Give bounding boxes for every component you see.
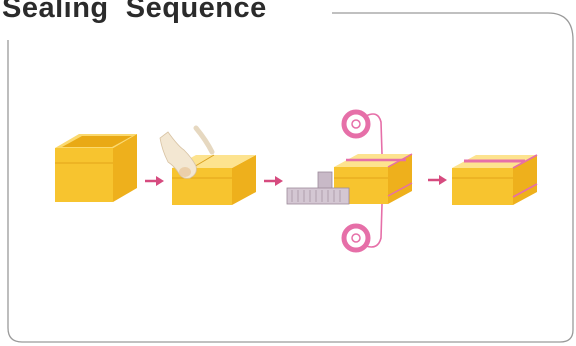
arrow-1 [145,176,164,186]
frame-border [7,12,574,343]
step-open-box [55,134,137,202]
step-tape-sealing [286,109,413,253]
box-side [388,154,412,204]
arrow-3 [428,175,447,185]
page-title: Sealing Sequence [2,0,267,24]
tape-roll-bottom-icon [341,223,371,253]
step-fold-flaps [159,125,256,205]
hand-icon [159,131,197,179]
conveyor-machine [286,171,350,205]
box-inner-wall [62,136,132,147]
box-front [55,148,113,202]
step-sealed-box [452,154,538,205]
box-side [113,134,137,202]
box-side [513,155,537,205]
box-side [232,155,256,205]
arrow-2 [264,176,283,186]
box-front [452,168,513,205]
tape-roll-top-icon [341,109,371,139]
